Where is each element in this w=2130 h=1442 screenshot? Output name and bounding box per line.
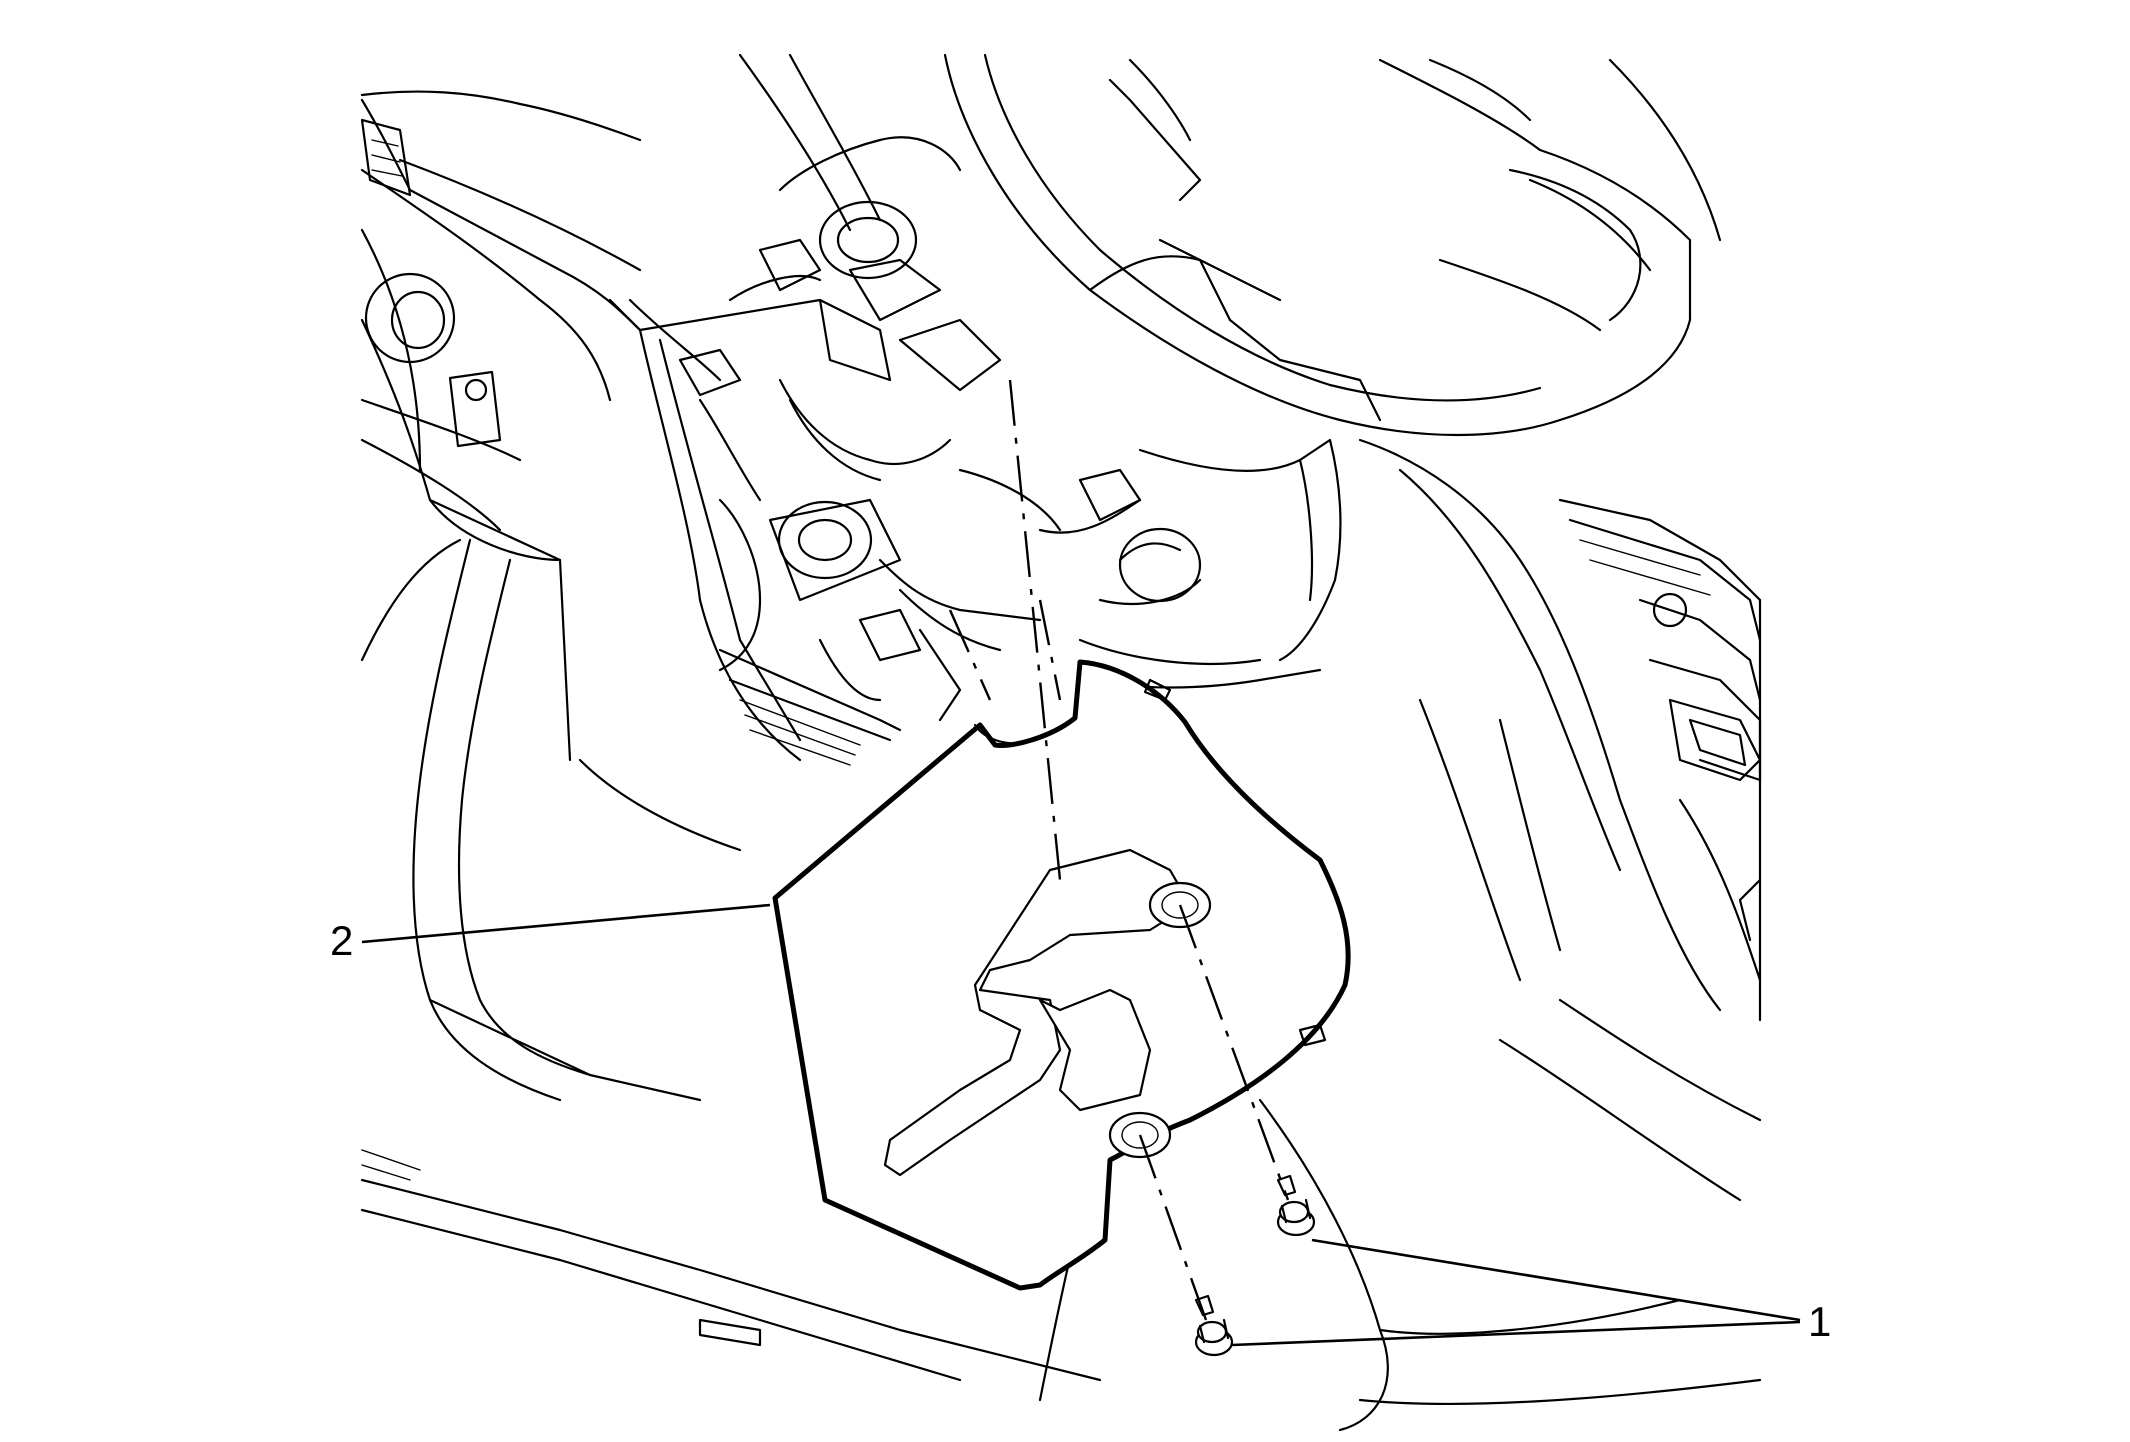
leader-lines xyxy=(361,903,1801,1347)
leader-line-1-upper xyxy=(1311,1238,1801,1322)
screw-lower xyxy=(1194,1294,1234,1357)
leader-line-2 xyxy=(361,903,771,944)
center-console xyxy=(1358,438,1762,1022)
instrument-panel-left xyxy=(360,90,642,762)
callout-label-2: 2 xyxy=(330,917,353,964)
left-kick-panel xyxy=(360,538,1102,1382)
callout-label-1: 1 xyxy=(1808,1298,1831,1345)
knee-bolster-opening xyxy=(608,298,902,766)
lower-steering-column-cover xyxy=(772,659,1351,1291)
installation-axes xyxy=(948,379,1290,1321)
leader-line-1-lower xyxy=(1231,1320,1801,1347)
screw-upper xyxy=(1276,1174,1316,1237)
steering-wheel xyxy=(943,53,1722,437)
wiring-and-components xyxy=(678,348,1202,722)
steering-column xyxy=(728,53,1002,392)
